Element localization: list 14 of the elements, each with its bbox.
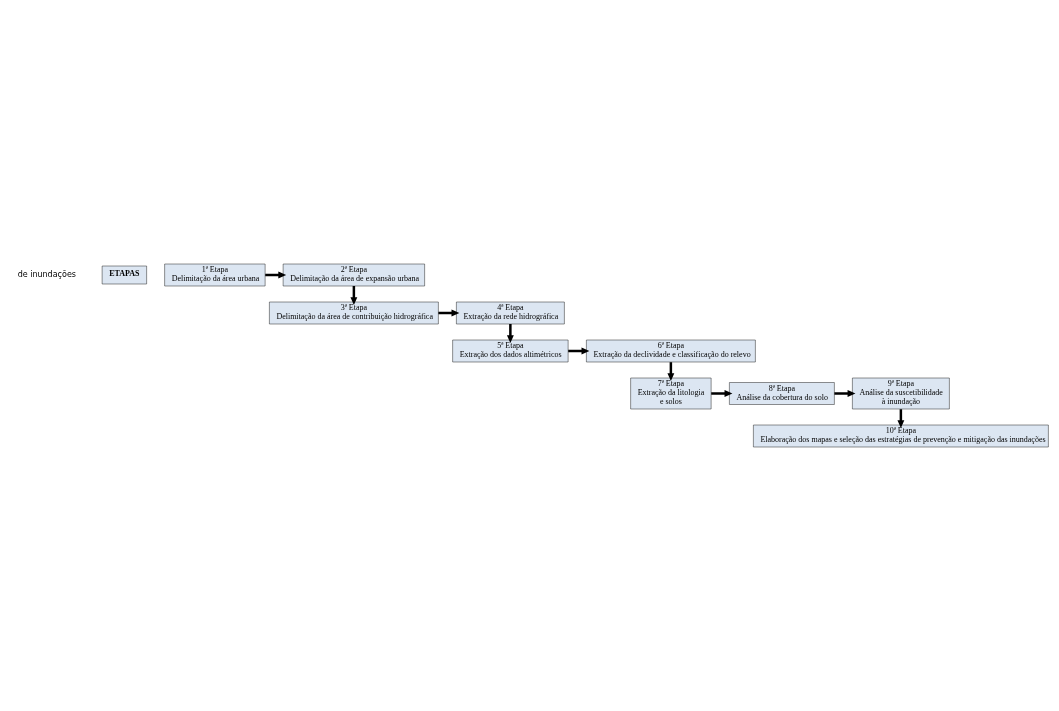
arrow: [834, 390, 856, 397]
node-box: 10ª Etapa Elaboração dos mapas e seleção das estratégias de prevenção e mitigação das inundações: [753, 424, 1049, 448]
arrow: [711, 390, 733, 397]
node-box: 5ª Etapa Extração dos dados altimétricos: [452, 339, 569, 363]
node-box: 2ª Etapa Delimitação da área de expansão urbana: [282, 263, 425, 287]
node-box: 6ª Etapa Extração da declividade e classificação do relevo: [586, 339, 756, 363]
node-box: 9ª Etapa Análise da suscetibilidade à inundação: [852, 377, 950, 410]
node-box: 4ª Etapa Extração da rede hidrográfica: [456, 301, 565, 325]
node-box: 1ª Etapa Delimitação da área urbana: [164, 263, 266, 287]
node-box: 8ª Etapa Análise da cobertura do solo: [729, 382, 835, 405]
node-box: 7ª Etapa Extração da litologia e solos: [630, 377, 712, 410]
node-box: 3ª Etapa Delimitação da área de contribuição hidrográfica: [269, 301, 439, 325]
arrow: [506, 324, 514, 344]
node-box: ETAPAS: [101, 265, 147, 285]
